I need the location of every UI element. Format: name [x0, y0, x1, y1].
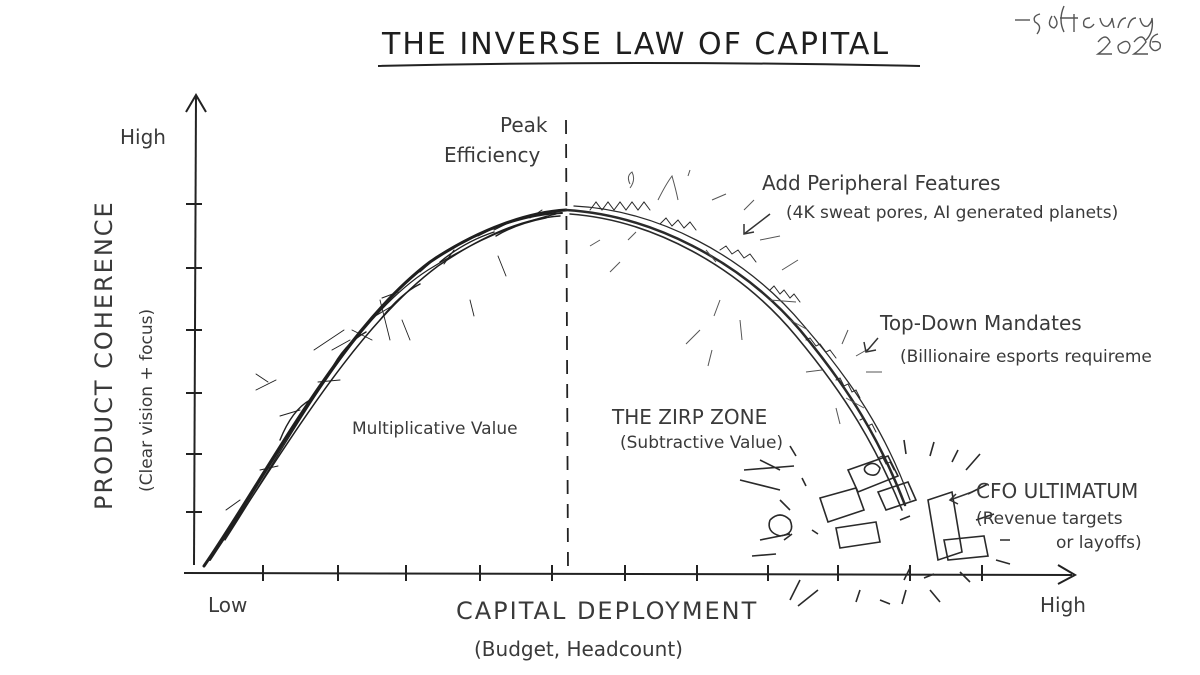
- x-axis: [183, 564, 1078, 585]
- x-axis-title: CAPITAL DEPLOYMENT: [456, 597, 758, 625]
- peak-label-line1: Peak: [500, 113, 548, 137]
- zirp-zone-subtitle: (Subtractive Value): [620, 433, 783, 453]
- rising-curve: [202, 208, 568, 568]
- y-axis: [185, 93, 207, 566]
- features-annotation-title: Add Peripheral Features: [762, 171, 1001, 195]
- mandates-annotation-title: Top-Down Mandates: [879, 311, 1082, 335]
- falling-curve: [564, 201, 911, 511]
- signature: [1015, 5, 1162, 55]
- diagram-title: THE INVERSE LAW OF CAPITAL: [381, 27, 890, 62]
- feature-sparkles: [589, 169, 882, 425]
- features-annotation-subtitle: (4K sweat pores, AI generated planets): [786, 203, 1118, 223]
- peak-label-line2: Efficiency: [444, 143, 541, 167]
- cfo-annotation-title: CFO ULTIMATUM: [976, 479, 1138, 503]
- y-axis-subtitle-group: (Clear vision + focus): [137, 309, 157, 492]
- x-axis-low-label: Low: [208, 593, 247, 617]
- cfo-annotation-subtitle-line1: (Revenue targets: [976, 509, 1123, 529]
- peak-divider-line: [565, 119, 569, 573]
- mandates-annotation-subtitle: (Billionaire esports requireme: [900, 347, 1152, 367]
- y-axis-title: PRODUCT COHERENCE: [90, 200, 118, 510]
- x-axis-high-label: High: [1040, 593, 1086, 617]
- title-underline: [377, 62, 921, 67]
- annotation-arrows: [743, 213, 973, 505]
- zirp-zone-title: THE ZIRP ZONE: [611, 405, 767, 429]
- x-axis-subtitle: (Budget, Headcount): [474, 637, 683, 661]
- y-axis-title-group: PRODUCT COHERENCE: [90, 200, 118, 510]
- y-axis-subtitle: (Clear vision + focus): [137, 309, 157, 492]
- y-axis-high-label: High: [120, 125, 166, 149]
- multiplicative-value-label: Multiplicative Value: [352, 419, 518, 439]
- cfo-annotation-subtitle-line2: or layoffs): [1056, 533, 1142, 553]
- cfo-explosion-debris: [739, 439, 1011, 607]
